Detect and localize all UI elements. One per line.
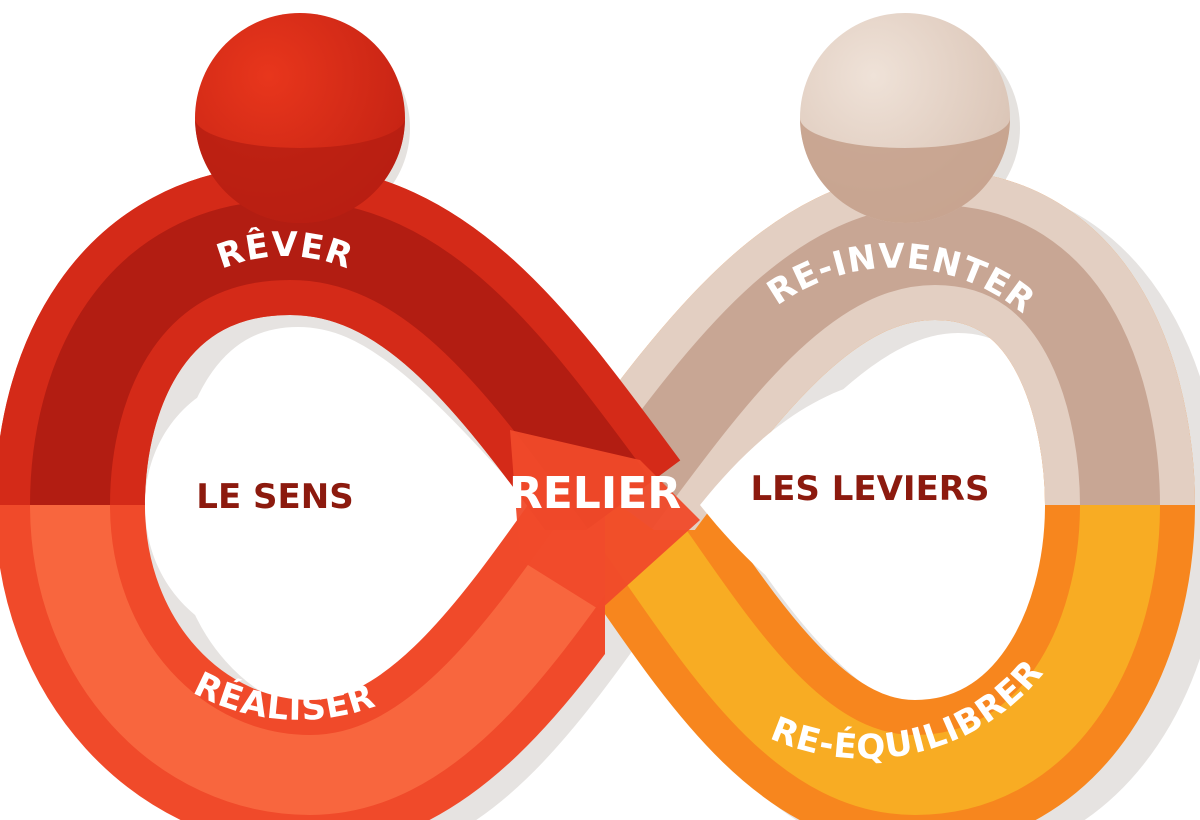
band-relier bbox=[510, 430, 700, 610]
loop-holes bbox=[145, 370, 1030, 650]
head-red bbox=[195, 13, 405, 223]
band-reinventer bbox=[559, 169, 1195, 530]
band-rever bbox=[0, 164, 681, 530]
label-relier: RELIER bbox=[509, 468, 681, 519]
label-le-sens: LE SENS bbox=[196, 477, 353, 517]
head-beige bbox=[800, 13, 1010, 223]
label-les-leviers: LES LEVIERS bbox=[751, 469, 990, 509]
